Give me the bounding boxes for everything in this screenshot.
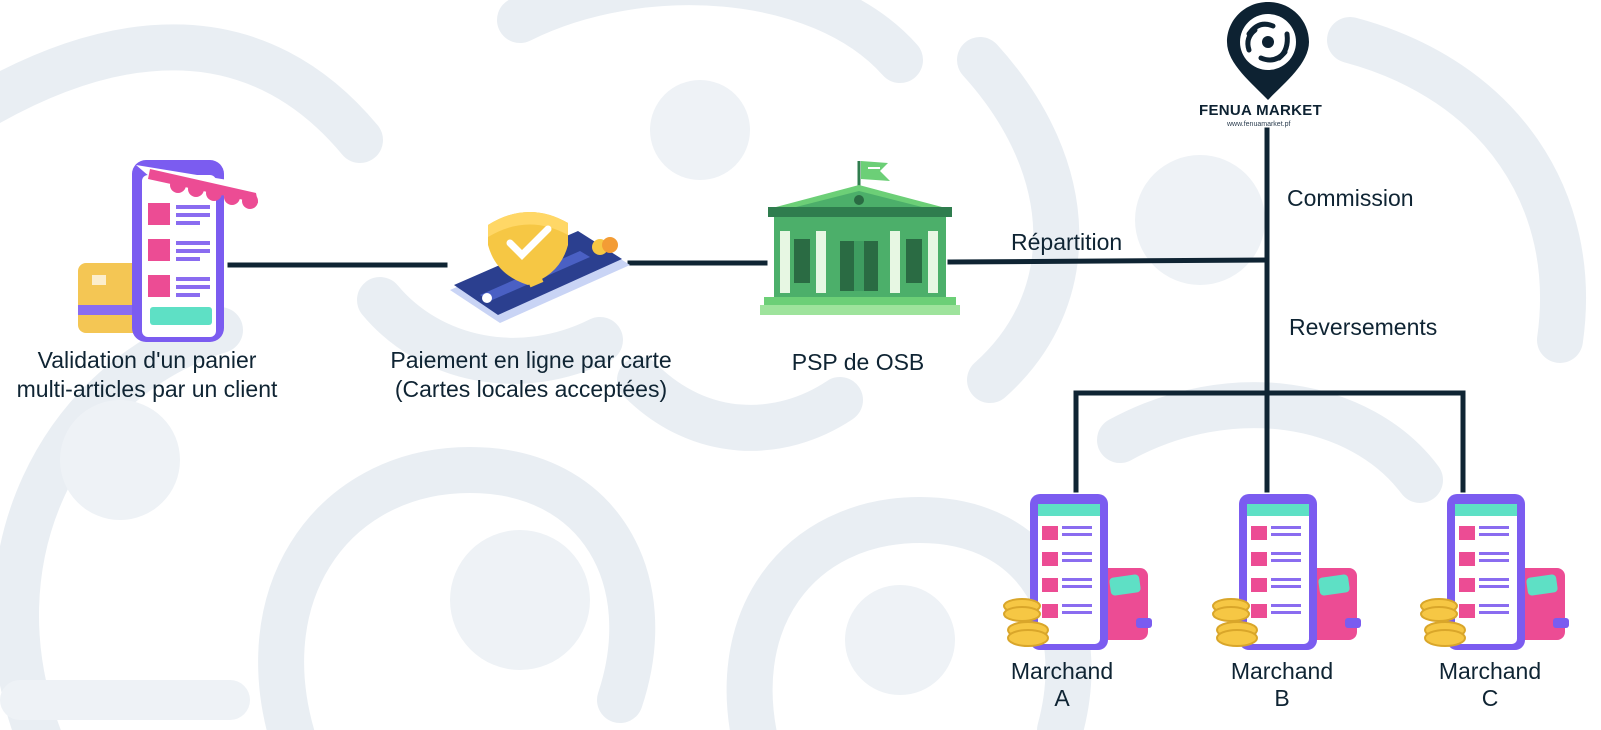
bank-icon [760,161,960,315]
fenua-market-logo-icon [1227,2,1309,100]
payment-step-label: Paiement en ligne par carte (Cartes loca… [390,346,671,404]
merchant-b-wallet-phone-icon [1212,494,1361,650]
merchant-a-label-line2: A [1054,685,1070,711]
merchant-a-label: Marchand A [1011,658,1113,712]
card-payment-icon [450,211,630,323]
merchant-b-label-line2: B [1274,685,1290,711]
logo-url-text: www.fenuamarket.pf [1227,121,1291,128]
payouts-flow-label: Reversements [1289,314,1438,340]
connector-psp-split [947,257,1270,265]
merchant-c-label: Marchand C [1439,658,1541,712]
cart-step-label-line1: Validation d'un panier [37,347,257,373]
payment-step-label-line1: Paiement en ligne par carte [390,347,672,373]
merchant-a-wallet-phone-icon [1003,494,1152,650]
commission-flow-label: Commission [1287,185,1414,211]
merchant-c-label-line2: C [1481,685,1499,711]
cart-step-label: Validation d'un panier multi-articles pa… [17,346,278,404]
merchant-c-wallet-phone-icon [1420,494,1569,650]
payment-step-label-line2: (Cartes locales acceptées) [394,376,668,402]
cart-step-label-line2: multi-articles par un client [16,376,278,402]
shopping-phone-icon [78,160,260,342]
merchant-b-label: Marchand B [1231,658,1333,712]
psp-label: PSP de OSB [791,349,925,375]
merchant-a-label-line1: Marchand [1010,658,1114,684]
merchant-c-label-line1: Marchand [1438,658,1542,684]
logo-brand-text: FENUA MARKET [1199,102,1323,119]
merchant-b-label-line1: Marchand [1230,658,1334,684]
split-flow-label: Répartition [1011,229,1123,255]
